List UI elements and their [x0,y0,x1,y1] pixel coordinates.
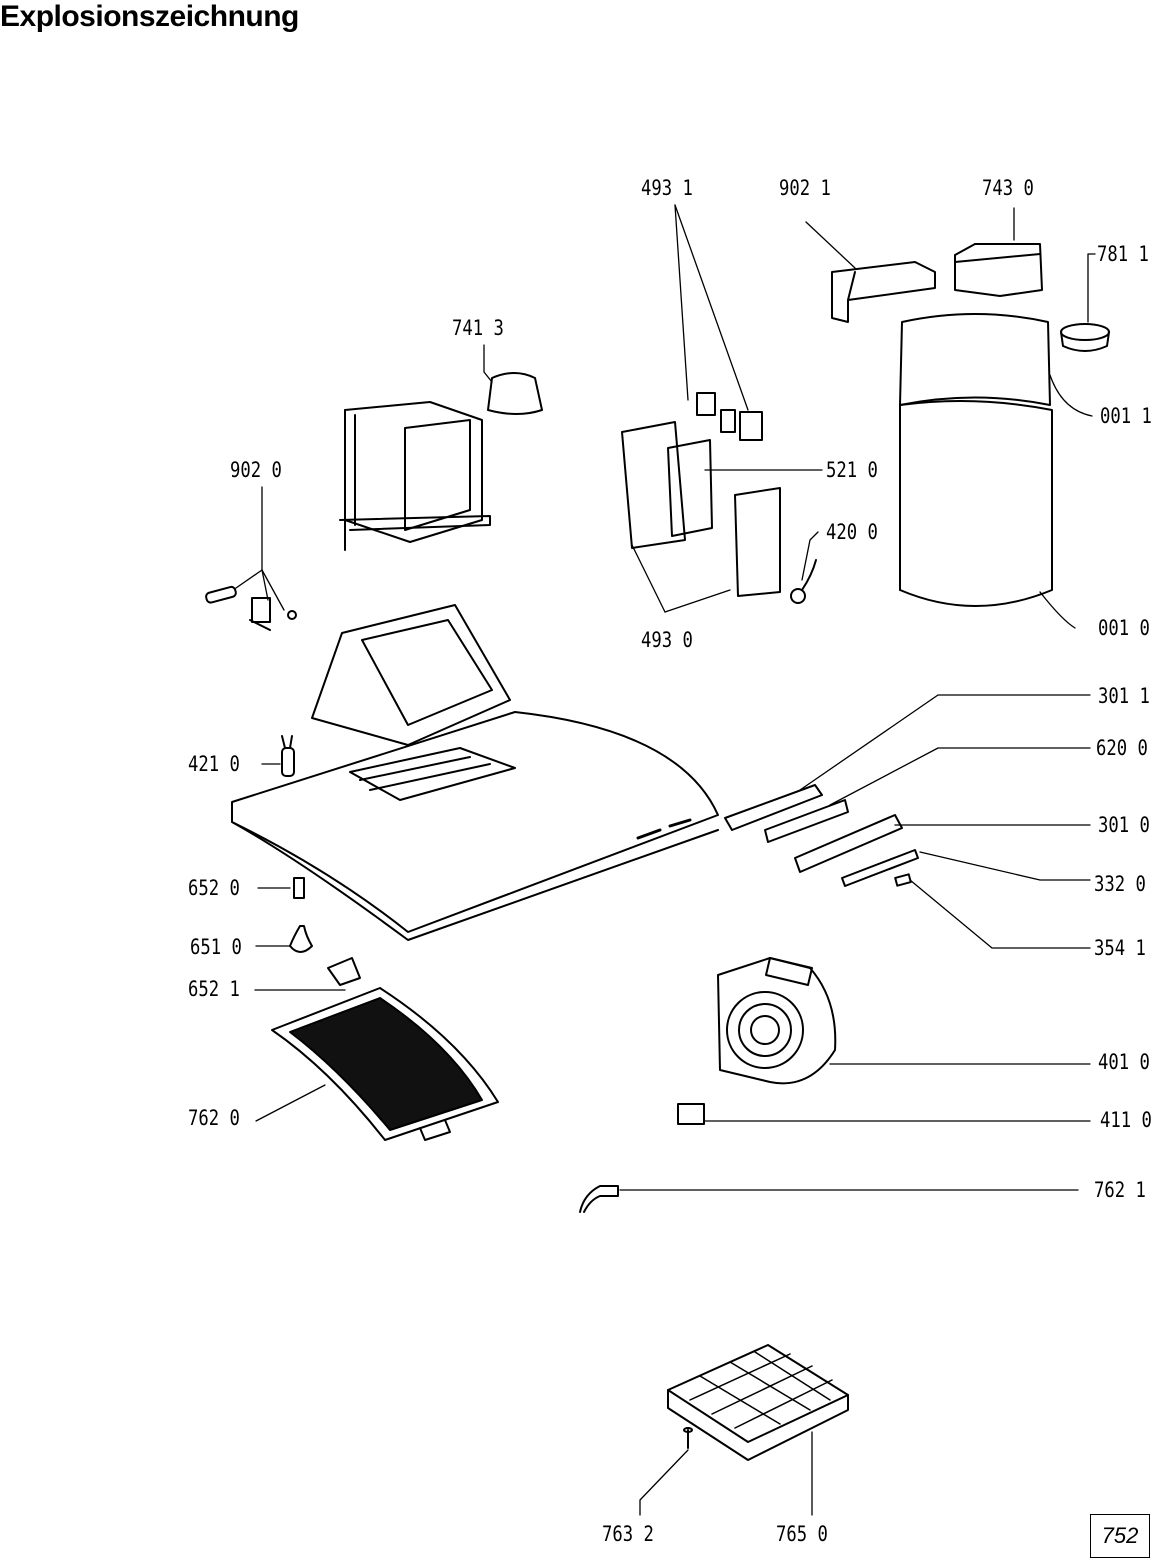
part-cap-741-3 [487,372,543,415]
label-902-0: 902 0 [230,458,282,482]
part-421-0 [281,735,295,777]
label-420-0: 420 0 [826,520,878,544]
label-743-0: 743 0 [982,176,1034,200]
page-number: 752 [1101,1523,1139,1548]
label-421-0: 421 0 [188,752,240,776]
part-grease-filter-762-0 [271,987,499,1141]
label-762-0: 762 0 [188,1106,240,1130]
label-762-1: 762 1 [1094,1178,1146,1202]
part-chimney [899,313,1053,607]
label-620-0: 620 0 [1096,736,1148,760]
part-blower-401-0 [717,957,837,1085]
label-354-1: 354 1 [1094,936,1146,960]
label-763-2: 763 2 [602,1522,654,1546]
label-411-0: 411 0 [1100,1108,1152,1132]
label-401-0: 401 0 [1098,1050,1150,1074]
part-screws-902-0 [205,585,297,631]
label-741-3: 741 3 [452,316,504,340]
part-duct-collar [311,604,511,746]
label-521-0: 521 0 [826,458,878,482]
label-301-0: 301 0 [1098,813,1150,837]
part-screw-763-2 [683,1427,693,1449]
part-ring-781-1 [1060,323,1110,352]
label-765-0: 765 0 [776,1522,828,1546]
part-module-493-1 [696,392,763,441]
part-control-strips [724,784,919,887]
label-332-0: 332 0 [1094,872,1146,896]
page-title: Explosionszeichnung [0,0,299,33]
label-493-0: 493 0 [641,628,693,652]
label-493-1: 493 1 [641,176,693,200]
part-743-0 [954,243,1043,297]
label-651-0: 651 0 [190,935,242,959]
part-box-bracket [339,401,491,551]
page-number-box: 752 [1090,1514,1150,1558]
part-762-1 [579,1185,619,1213]
label-652-1: 652 1 [188,977,240,1001]
part-hood-body [231,711,719,941]
part-bulb-651-0 [289,925,313,953]
label-781-1: 781 1 [1097,242,1149,266]
label-001-1: 001 1 [1100,404,1152,428]
label-902-1: 902 1 [779,176,831,200]
part-control-box-521-0 [621,421,781,597]
part-lamp-holder-652-0 [293,877,305,899]
label-001-0: 001 0 [1098,616,1150,640]
part-bracket-902-1 [831,261,936,323]
part-420-0 [790,559,817,604]
label-301-1: 301 1 [1098,684,1150,708]
part-411-0 [677,1103,705,1125]
label-652-0: 652 0 [188,876,240,900]
part-carbon-filter-765-0 [667,1344,849,1461]
leader-lines [235,204,1096,1516]
part-cover-652-1 [327,957,361,986]
